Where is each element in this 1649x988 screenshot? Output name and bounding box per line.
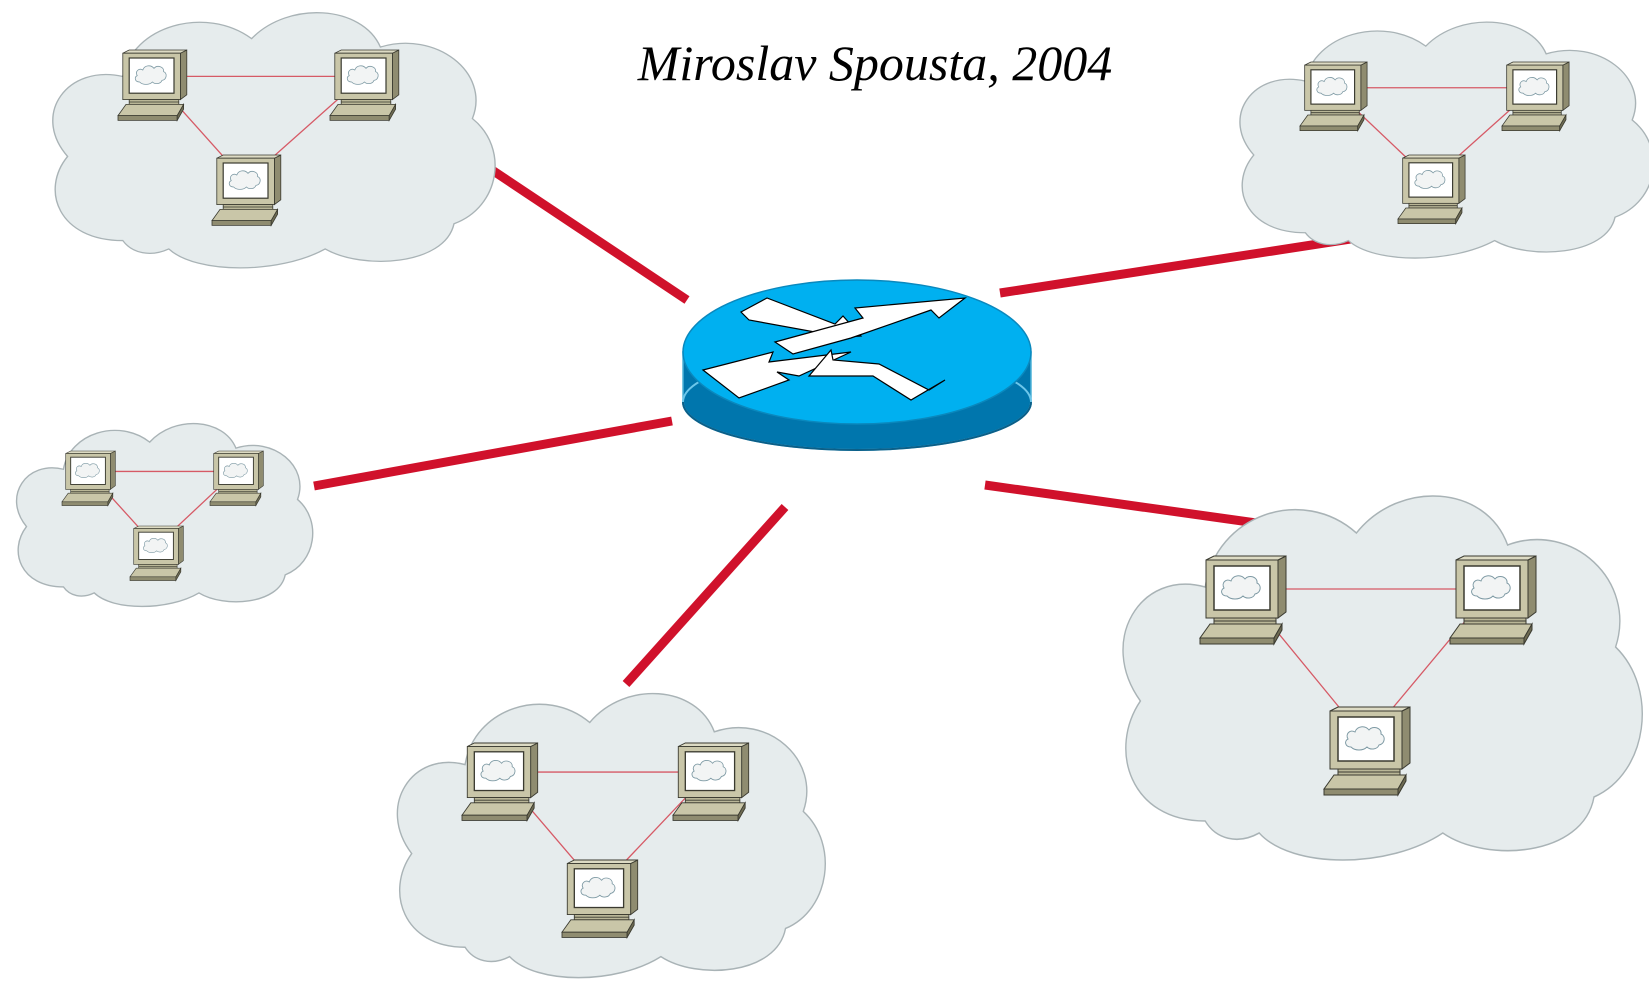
- router-icon: [682, 279, 1032, 451]
- computer-icon: [1449, 555, 1537, 645]
- backbone-link-2: [999, 231, 1371, 298]
- computer-icon: [461, 742, 539, 822]
- diagram-caption: Miroslav Spousta, 2004: [637, 35, 1113, 91]
- backbone-link-5: [984, 480, 1293, 533]
- computer-icon: [1501, 61, 1570, 132]
- computer-icon: [1199, 555, 1287, 645]
- computer-icon: [1397, 154, 1466, 225]
- computer-icon: [672, 742, 750, 822]
- computer-icon: [1323, 706, 1411, 796]
- router-top: [682, 279, 1032, 425]
- computer-icon: [329, 49, 400, 122]
- network-bottom-center: [397, 694, 825, 978]
- network-top-right: [1240, 22, 1649, 258]
- network-top-left: [53, 13, 495, 268]
- backbone-link-4: [622, 503, 789, 688]
- backbone-link-3: [313, 416, 673, 491]
- cloud-icon: [53, 13, 495, 268]
- network-bottom-right: [1123, 496, 1642, 860]
- cloud-icon: [1123, 496, 1642, 860]
- computer-icon: [211, 154, 282, 226]
- computer-icon: [129, 525, 184, 582]
- local-networks: [15, 13, 1649, 978]
- backbone-link-1: [489, 166, 690, 304]
- router-arrows: [701, 297, 968, 401]
- computer-icon: [1299, 61, 1368, 132]
- backbone-links: [313, 166, 1371, 688]
- computer-icon: [561, 859, 639, 939]
- computer-icon: [117, 49, 188, 122]
- network-middle-left: [15, 421, 315, 609]
- computer-icon: [209, 450, 264, 507]
- computer-icon: [61, 450, 116, 507]
